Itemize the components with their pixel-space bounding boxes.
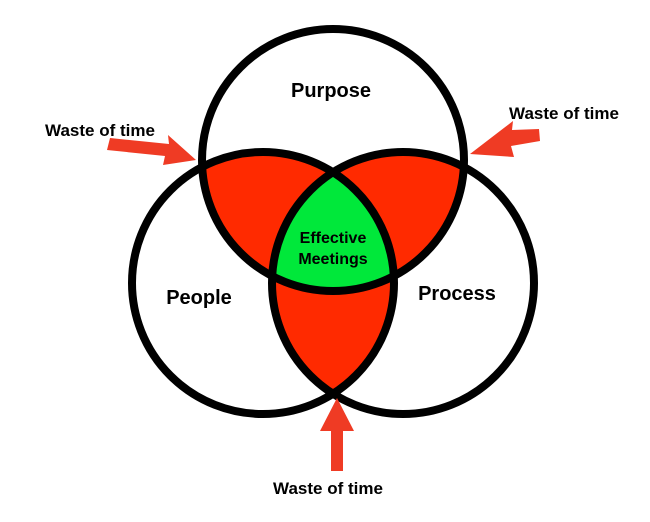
label-purpose: Purpose bbox=[291, 80, 371, 102]
arrow-top-right bbox=[470, 121, 540, 157]
arrow-bottom bbox=[320, 398, 354, 471]
callout-bottom-text: Waste of time bbox=[273, 479, 383, 498]
overlap-all-three bbox=[272, 152, 394, 291]
label-center-line2: Meetings bbox=[298, 251, 367, 268]
callout-top-right-text: Waste of time bbox=[509, 104, 619, 123]
arrow-top-left bbox=[107, 135, 196, 165]
circle-purpose bbox=[198, 25, 468, 295]
label-process: Process bbox=[418, 283, 496, 305]
callout-top-left-text: Waste of time bbox=[45, 121, 155, 140]
label-people: People bbox=[166, 287, 232, 309]
circle-people bbox=[128, 148, 398, 418]
circle-process bbox=[268, 148, 538, 418]
label-center-line1: Effective bbox=[300, 230, 367, 247]
